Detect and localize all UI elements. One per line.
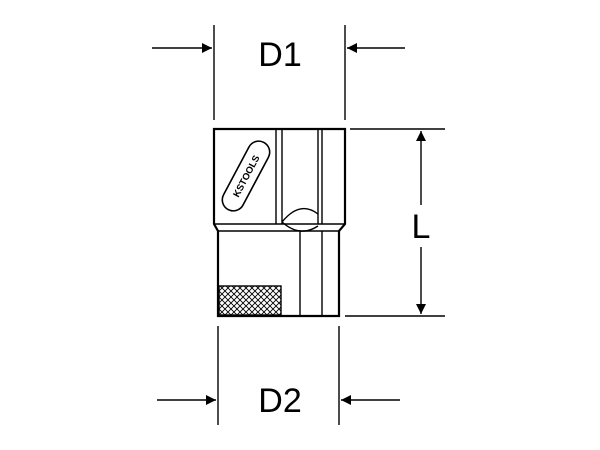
l-label: L (412, 208, 431, 246)
d2-label: D2 (258, 382, 301, 420)
knurled-band (218, 285, 282, 316)
hex-flats (275, 130, 323, 316)
ks-tools-logo: KSTOOLS (221, 140, 271, 212)
l-dimension (345, 128, 445, 317)
d2-dimension (157, 326, 400, 425)
d1-dimension (152, 25, 405, 120)
socket-body (212, 127, 347, 318)
d1-label: D1 (258, 36, 301, 74)
